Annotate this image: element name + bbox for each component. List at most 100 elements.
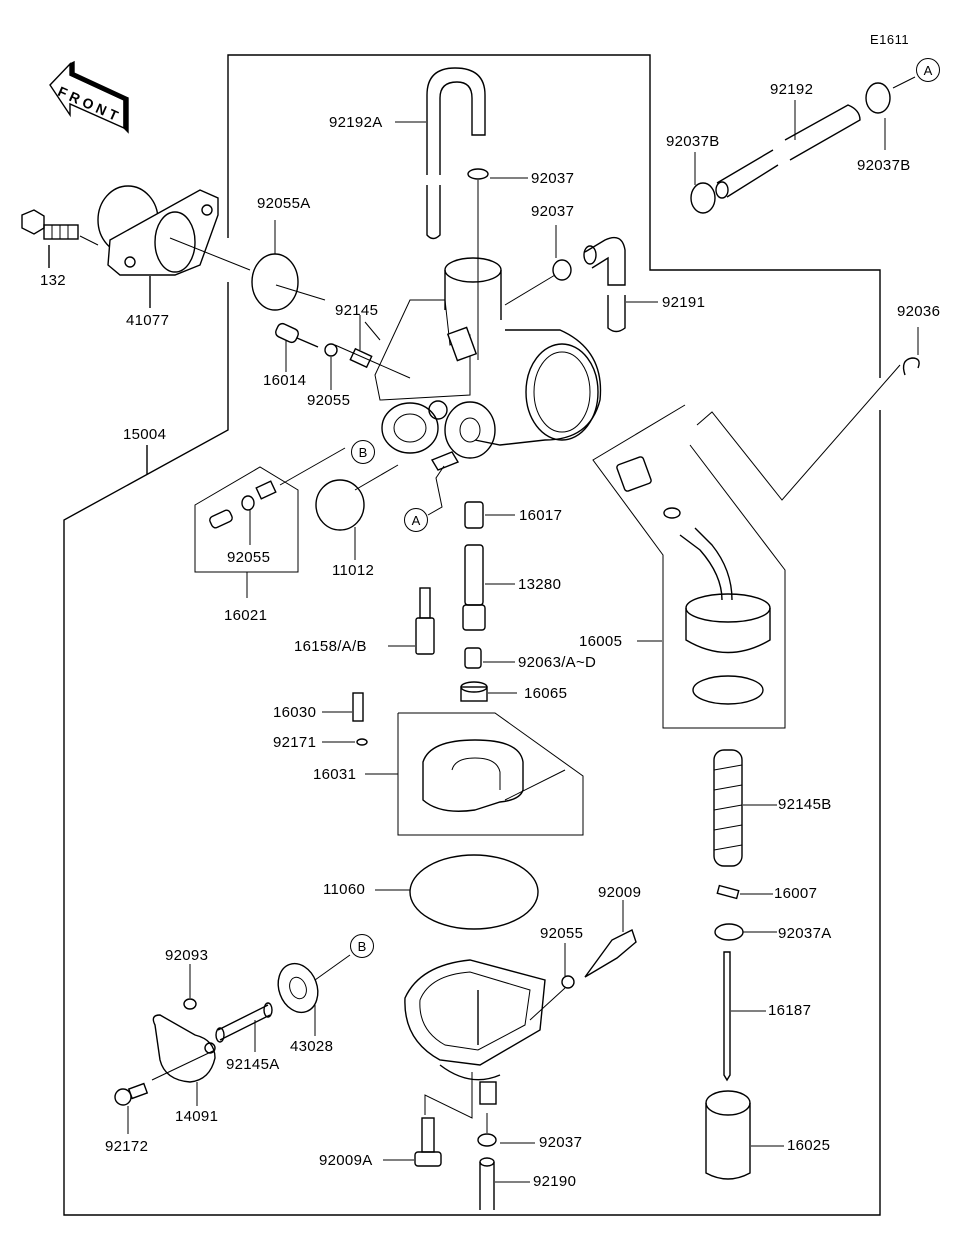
part-label[interactable]: 92191 — [662, 294, 706, 311]
part-label[interactable]: 92145 — [335, 302, 379, 319]
carburetor-body-drawing — [374, 257, 602, 471]
float-16031-drawing — [422, 739, 566, 812]
main-jet-92063-drawing — [464, 647, 515, 669]
part-label[interactable]: 16065 — [524, 685, 568, 702]
tube-92190-drawing — [479, 1157, 530, 1210]
jet-16158-drawing — [388, 587, 435, 655]
part-label[interactable]: 92063/A~D — [518, 654, 597, 671]
part-label[interactable]: 92037 — [539, 1134, 583, 1151]
tube-92192a-drawing — [395, 67, 486, 240]
tube-92191-drawing — [583, 236, 658, 333]
bolt-132-drawing — [21, 209, 99, 268]
part-label[interactable]: 92145B — [778, 796, 832, 813]
part-label[interactable]: 92172 — [105, 1138, 149, 1155]
clamp-92037-drawing — [467, 168, 489, 180]
part-label[interactable]: 43028 — [290, 1038, 334, 1055]
clamp-92037b-right-drawing — [865, 82, 891, 114]
cap-assy-16005-frame — [592, 404, 786, 729]
leader — [354, 464, 399, 491]
holder-16007-drawing — [716, 884, 773, 900]
part-label[interactable]: 92192 — [770, 81, 814, 98]
part-label[interactable]: 41077 — [126, 312, 170, 329]
diagram-code: E1611 — [870, 32, 910, 47]
gasket-11060-drawing — [409, 854, 539, 930]
seal-92093-drawing — [183, 998, 197, 1010]
part-label[interactable]: 92055 — [307, 392, 351, 409]
clamp-92037b-left-drawing — [690, 182, 716, 214]
float-16031-frame — [397, 712, 584, 836]
front-arrow-icon — [49, 60, 129, 134]
part-label[interactable]: 92093 — [165, 947, 209, 964]
part-label[interactable]: 92055 — [540, 925, 584, 942]
spring-92145-drawing — [349, 347, 373, 369]
part-label[interactable]: 15004 — [123, 426, 167, 443]
assembly-frame — [227, 54, 881, 378]
part-label[interactable]: 92036 — [897, 303, 941, 320]
needle-jet-13280-drawing — [462, 544, 515, 631]
leader — [424, 1072, 473, 1119]
part-label[interactable]: 16005 — [579, 633, 623, 650]
part-label[interactable]: 92055A — [257, 195, 311, 212]
holder-16065-drawing — [460, 681, 517, 702]
leader — [696, 364, 901, 501]
cover-14091-drawing — [151, 1014, 216, 1106]
reference-marker-b: B — [351, 440, 375, 464]
part-label[interactable]: 16017 — [519, 507, 563, 524]
assembly-frame — [63, 282, 881, 1216]
part-label[interactable]: 92037B — [666, 133, 720, 150]
part-label[interactable]: 16030 — [273, 704, 317, 721]
leader — [504, 274, 556, 306]
clip-92037a-drawing — [714, 923, 777, 941]
clip-92036-drawing — [902, 357, 920, 376]
leader — [275, 284, 326, 301]
screw-92009-drawing — [584, 900, 637, 978]
part-label[interactable]: 92037 — [531, 170, 575, 187]
part-label[interactable]: 92037A — [778, 925, 832, 942]
part-label[interactable]: 11012 — [332, 562, 375, 579]
clamp-92171-drawing — [356, 738, 368, 746]
part-label[interactable]: 92055 — [227, 549, 271, 566]
cap-11012-drawing — [315, 479, 365, 531]
screw-assy-16021-frame — [194, 466, 299, 573]
valve-16030-drawing — [322, 692, 364, 722]
part-label[interactable]: 16187 — [768, 1002, 812, 1019]
spring-92145b-drawing — [713, 749, 777, 867]
reference-marker-a: A — [916, 58, 940, 82]
leader — [529, 987, 566, 1021]
clamp-92037-bowl-drawing — [477, 1113, 535, 1147]
part-label[interactable]: 16021 — [224, 607, 268, 624]
holder-16017-drawing — [464, 501, 515, 529]
part-label[interactable]: 16031 — [313, 766, 357, 783]
part-label[interactable]: 16007 — [774, 885, 818, 902]
part-label[interactable]: 11060 — [323, 881, 366, 898]
part-label[interactable]: 14091 — [175, 1108, 219, 1125]
part-label[interactable]: 16025 — [787, 1137, 831, 1154]
part-label[interactable]: 132 — [40, 272, 66, 289]
screw-92172-drawing — [114, 1082, 149, 1134]
part-label[interactable]: 92009 — [598, 884, 642, 901]
part-label[interactable]: 92190 — [533, 1173, 577, 1190]
jet-needle-16187-drawing — [723, 951, 766, 1082]
reference-marker-b: B — [350, 934, 374, 958]
tube-92192-drawing — [715, 100, 861, 199]
part-label[interactable]: 92145A — [226, 1056, 280, 1073]
holder-41077-drawing — [97, 185, 219, 308]
part-label[interactable]: 13280 — [518, 576, 562, 593]
leader — [279, 447, 346, 486]
screw-16014-drawing — [275, 322, 319, 372]
leader — [892, 76, 916, 89]
clamp-92037-second-drawing — [552, 259, 572, 281]
reference-marker-a: A — [404, 508, 428, 532]
part-label[interactable]: 16158/A/B — [294, 638, 367, 655]
part-label[interactable]: 92009A — [319, 1152, 373, 1169]
part-label[interactable]: 92192A — [329, 114, 383, 131]
leader — [427, 465, 445, 516]
screw-16021-drawing — [209, 480, 277, 545]
part-label[interactable]: 92171 — [273, 734, 317, 751]
o-ring-92055-drawing — [324, 343, 338, 357]
throttle-valve-16025-drawing — [705, 1090, 784, 1180]
part-label[interactable]: 92037 — [531, 203, 575, 220]
part-label[interactable]: 16014 — [263, 372, 307, 389]
part-label[interactable]: 92037B — [857, 157, 911, 174]
